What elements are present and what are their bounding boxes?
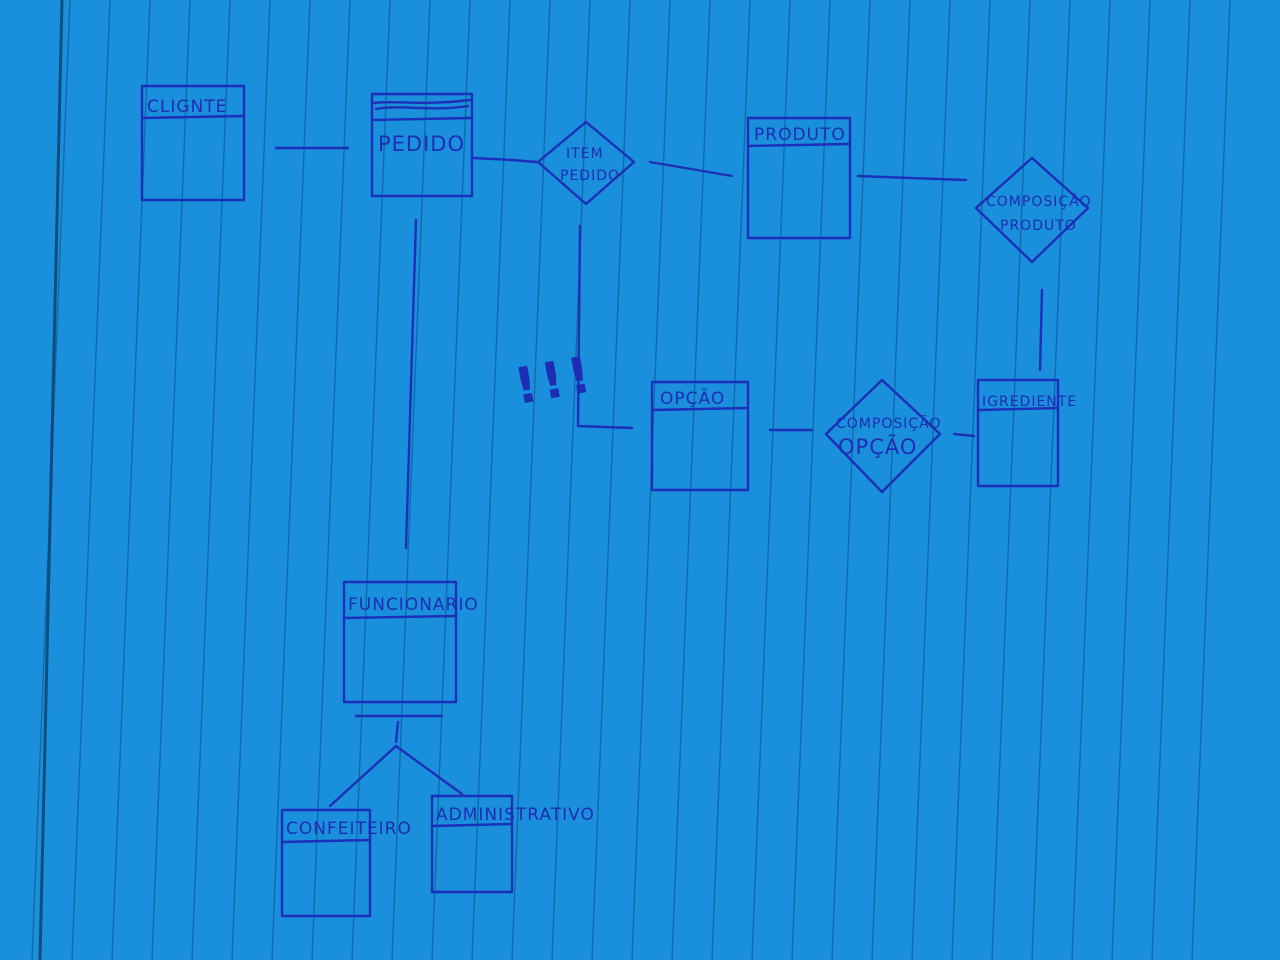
entity-produto-label: PRODUTO bbox=[754, 125, 846, 145]
relationship-item-pedido: ITEM PEDIDO bbox=[536, 120, 636, 206]
paper-rule-lines bbox=[31, 0, 1231, 960]
paper-rule-line bbox=[951, 0, 991, 960]
entity-cliente: CLIGNTE bbox=[140, 84, 246, 202]
paper-rule-line bbox=[911, 0, 951, 960]
paper-rule-line bbox=[351, 0, 391, 960]
paper-margin-line bbox=[38, 0, 64, 960]
relationship-composicao-opcao-label-1: COMPOSIÇÃO bbox=[836, 415, 941, 432]
paper-rule-line bbox=[1031, 0, 1071, 960]
paper-rule-line bbox=[991, 0, 1031, 960]
entity-ingrediente-label: IGREDIENTE bbox=[982, 394, 1077, 410]
paper-rule-line bbox=[391, 0, 431, 960]
paper-rule-line bbox=[1071, 0, 1111, 960]
exclamation-marks: !!! bbox=[510, 345, 599, 416]
relationship-composicao-opcao: COMPOSIÇÃO OPÇÃO bbox=[824, 378, 942, 494]
paper-rule-line bbox=[71, 0, 111, 960]
relationship-composicao-produto: COMPOSIÇÃO PRODUTO bbox=[974, 156, 1091, 264]
entity-pedido-label: PEDIDO bbox=[378, 132, 465, 156]
entity-pedido: PEDIDO bbox=[370, 92, 474, 198]
entity-produto: PRODUTO bbox=[746, 116, 852, 240]
entity-opcao-label: OPÇÃO bbox=[660, 387, 725, 409]
paper-rule-line bbox=[231, 0, 271, 960]
relationship-item-pedido-label-2: PEDIDO bbox=[560, 168, 620, 184]
relationship-composicao-opcao-label-2: OPÇÃO bbox=[838, 433, 917, 459]
relationship-item-pedido-label-1: ITEM bbox=[566, 146, 604, 162]
paper-rule-line bbox=[151, 0, 191, 960]
paper-rule-line bbox=[791, 0, 831, 960]
paper-rule-line bbox=[711, 0, 751, 960]
entity-confeiteiro: CONFEITEIRO bbox=[280, 808, 412, 918]
paper-rule-line bbox=[1191, 0, 1231, 960]
entity-ingrediente: IGREDIENTE bbox=[976, 378, 1077, 488]
entity-confeiteiro-label: CONFEITEIRO bbox=[286, 819, 412, 839]
paper-rule-line bbox=[751, 0, 791, 960]
entity-administrativo-label: ADMINISTRATIVO bbox=[436, 805, 595, 825]
paper-rule-line bbox=[271, 0, 311, 960]
paper-rule-line bbox=[111, 0, 151, 960]
paper-rule-line bbox=[591, 0, 631, 960]
entity-administrativo: ADMINISTRATIVO bbox=[430, 794, 595, 894]
paper-rule-line bbox=[1111, 0, 1151, 960]
paper-rule-line bbox=[871, 0, 911, 960]
relationship-composicao-produto-label-2: PRODUTO bbox=[1000, 218, 1077, 234]
paper-rule-line bbox=[831, 0, 871, 960]
connector-lines bbox=[274, 146, 1044, 808]
paper-rule-line bbox=[511, 0, 551, 960]
paper-rule-line bbox=[551, 0, 591, 960]
entity-opcao: OPÇÃO bbox=[650, 380, 750, 492]
exclamation-annotation: !!! bbox=[510, 345, 599, 416]
paper-rule-line bbox=[671, 0, 711, 960]
paper-rule-line bbox=[311, 0, 351, 960]
paper-rule-line bbox=[191, 0, 231, 960]
entity-funcionario: FUNCIONARIO bbox=[342, 580, 479, 704]
entity-funcionario-label: FUNCIONARIO bbox=[348, 595, 479, 615]
paper-rule-line bbox=[1151, 0, 1191, 960]
relationship-composicao-produto-label-1: COMPOSIÇÃO bbox=[986, 193, 1091, 210]
paper-rule-line bbox=[431, 0, 471, 960]
entity-cliente-label: CLIGNTE bbox=[147, 97, 227, 117]
